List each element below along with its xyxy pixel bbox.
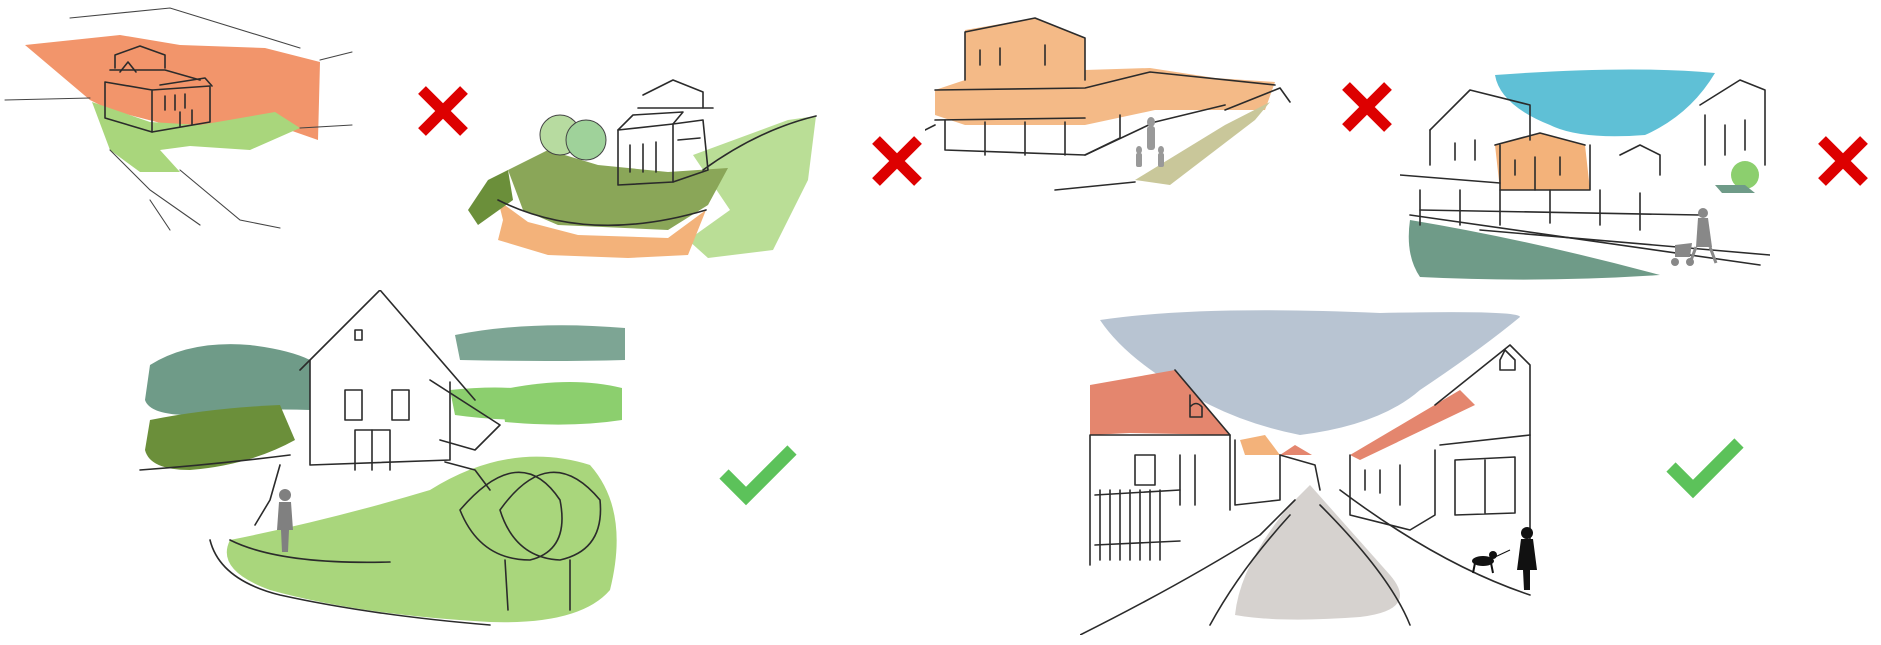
x-mark-4 (1816, 134, 1870, 193)
x-mark-1 (416, 84, 470, 143)
sketch-village-street (1080, 305, 1595, 635)
x-icon (1816, 134, 1870, 188)
sketch-orange-house-wall (925, 10, 1310, 205)
check-icon (1665, 435, 1745, 499)
sketch-house-on-slope (0, 0, 360, 235)
sketch-orange-house-street (1400, 65, 1770, 285)
x-icon (870, 134, 924, 188)
x-icon (416, 84, 470, 138)
sketch-house-in-landscape (130, 290, 640, 640)
sketch-house-with-garden (468, 60, 843, 275)
x-mark-3 (1340, 80, 1394, 139)
x-mark-2 (870, 134, 924, 193)
check-mark-1 (718, 442, 798, 511)
check-icon (718, 442, 798, 506)
x-icon (1340, 80, 1394, 134)
check-mark-2 (1665, 435, 1745, 504)
